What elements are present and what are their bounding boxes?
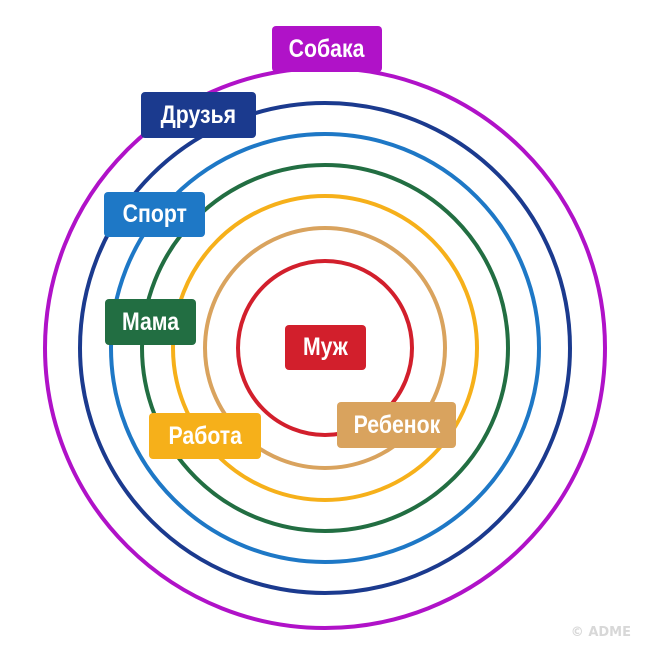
ring-rabota — [171, 194, 479, 502]
ring-sport — [109, 132, 541, 564]
label-sobaka: Собака — [272, 26, 382, 72]
ring-rebenok — [203, 226, 447, 470]
label-mama: Мама — [105, 299, 196, 345]
label-sport: Спорт — [104, 192, 205, 237]
watermark: © ADME — [570, 625, 631, 640]
label-rabota: Работа — [149, 413, 261, 459]
ring-mama — [140, 163, 510, 533]
ring-druzya — [78, 101, 572, 595]
label-muzh: Муж — [285, 325, 366, 370]
label-rebenok: Ребенок — [337, 402, 456, 448]
ring-muzh — [236, 259, 414, 437]
label-druzya: Друзья — [141, 92, 256, 138]
